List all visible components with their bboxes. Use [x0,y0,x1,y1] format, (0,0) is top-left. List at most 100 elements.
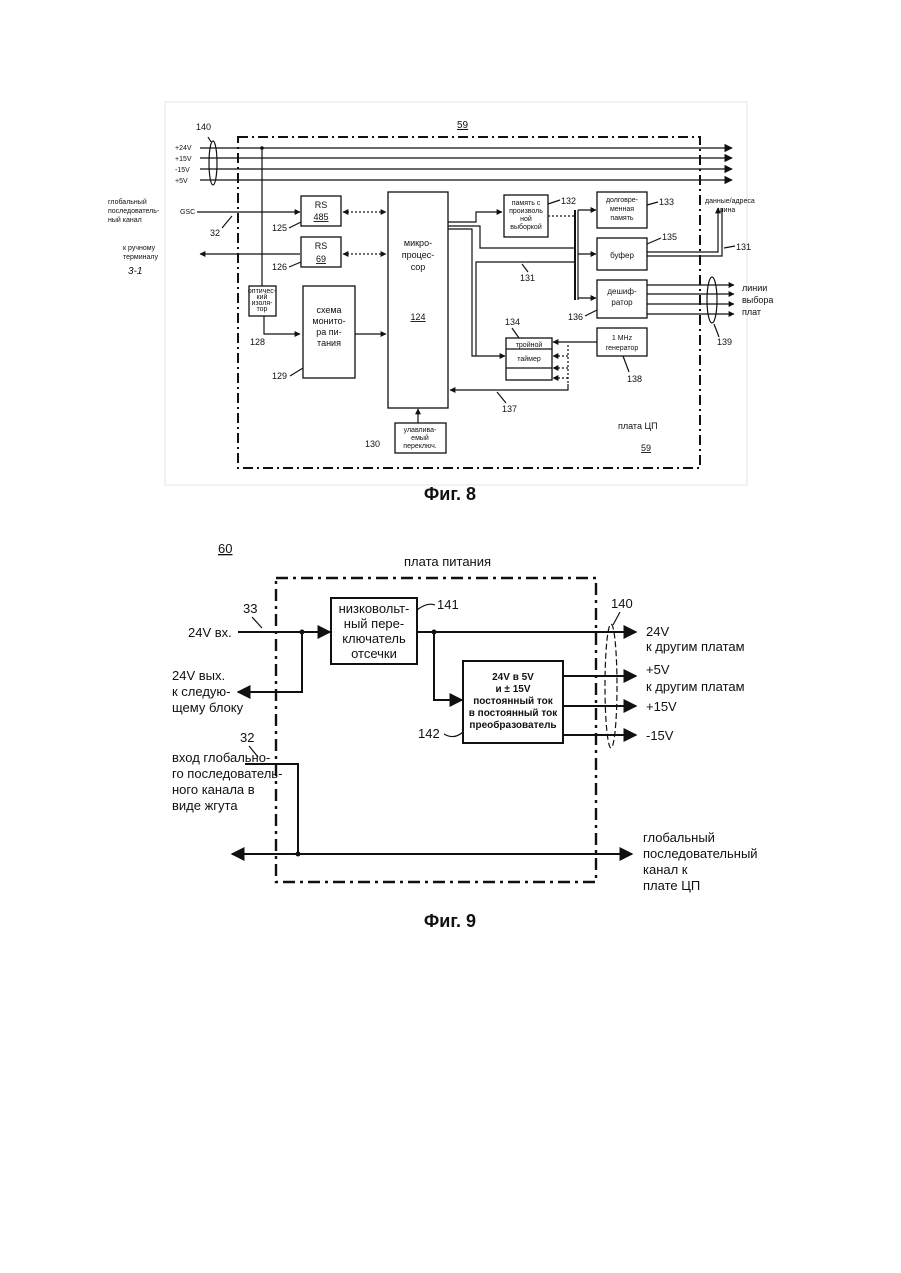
fig9-ref-60: 60 [218,541,232,556]
timer-cpu-feedback [450,384,568,390]
monitor-ref: 129 [272,371,287,381]
select-label-2: выбора [742,295,773,305]
gsc-tag: GSC [180,209,195,216]
board-ref-top: 59 [457,120,469,131]
out-5v-line1: +5V [646,662,670,677]
out24-line1: 24V вых. [172,668,225,683]
gsc-ref: 32 [210,228,220,238]
rs485-line1: RS [315,200,328,210]
rail-m15v: -15V [175,167,190,174]
switch-line1: низковольт- [339,601,410,616]
monitor-line1: схема [316,305,341,315]
gsc-label-2: последователь- [108,208,160,215]
nvram-line1: долговре- [606,197,639,204]
monitor-line4: тания [317,338,341,348]
ram-line1: память с [512,200,541,207]
harness-line4: виде жгута [172,798,238,813]
select-bus-ellipse [707,277,717,323]
fig8-caption: Фиг. 8 [424,484,476,504]
ram-line2: произволь [509,208,543,215]
ref-131a: 131 [520,273,535,283]
data-bus-label-1: данные/адреса [705,198,755,205]
out-m15v: -15V [646,728,674,743]
terminal-ref: 3-1 [128,266,142,277]
output-bus-ellipse [605,624,617,748]
out-5v-line2: к другим платам [646,679,745,694]
bus-ref-140: 140 [196,122,211,132]
nvram-line3: память [610,215,633,222]
isolator-line4: тор [257,306,268,313]
cpu-block [388,192,448,408]
ram-ref: 132 [561,196,576,206]
harness-line3: ного канала в [172,782,255,797]
timer-ref: 134 [505,317,520,327]
ref-139: 139 [717,337,732,347]
converter-line4: в постоянный ток [469,708,559,719]
cpu-line1: микро- [404,238,432,248]
rail-24v: +24V [175,145,192,152]
harness-line1: вход глобально- [172,750,270,765]
monitor-line2: монито- [312,316,345,326]
figure-8: 59 плата ЦП 59 +24V +15V -15V +5V 140 гл… [108,102,773,504]
gsc-out-line4: плате ЦП [643,878,700,893]
board-label: плата ЦП [618,421,658,431]
cpu-line2: процес- [402,250,434,260]
generator-line2: генератор [606,345,639,352]
harness-line2: го последователь- [172,766,282,781]
out-24v-line2: к другим платам [646,639,745,654]
generator-line1: 1 MHz [612,335,633,342]
timer-bottom: таймер [517,355,541,363]
gsc-out-line1: глобальный [643,830,715,845]
ref-33: 33 [243,601,257,616]
converter-ref: 142 [418,726,440,741]
gsc-label-3: ный канал [108,216,142,224]
rs69-ref: 126 [272,262,287,272]
gsc-out-line2: последовательный [643,846,758,861]
data-bus-label-2: шина [718,207,735,214]
generator-ref: 138 [627,374,642,384]
monitor-line3: ра пи- [316,327,341,337]
converter-line2: и ± 15V [496,684,531,695]
out24-line2: к следую- [172,684,231,699]
ref-32: 32 [240,730,254,745]
rs485-ref: 125 [272,223,287,233]
terminal-label-1: к ручному [123,245,156,252]
converter-feed [434,632,462,700]
buffer-ref: 135 [662,232,677,242]
rs69-line1: RS [315,241,328,251]
out24-line3: щему блоку [172,700,244,715]
cpu-line3: сор [411,262,426,272]
switch-ref: 130 [365,439,380,449]
switch-line1: улавлива- [404,427,437,434]
ram-line3: ной [520,215,532,223]
terminal-label-2: терминалу [123,254,158,261]
rail-5v: +5V [175,178,188,185]
power-board-label: плата питания [404,554,491,569]
converter-line3: постоянный ток [473,696,554,707]
switch-line2: емый [411,434,429,442]
gsc-out-line3: канал к [643,862,688,877]
rs69-line2: 69 [316,254,326,264]
power-rails: +24V +15V -15V +5V 140 [175,122,732,185]
select-label-3: плат [742,307,761,317]
cpu-num: 124 [410,312,425,322]
rs485-line2: 485 [313,212,328,222]
output-24v-next [238,632,302,692]
out-24v-line1: 24V [646,624,669,639]
switch-ref: 141 [437,597,459,612]
board-ref-bottom: 59 [641,443,651,453]
switch-line4: отсечки [351,646,397,661]
switch-line3: переключ. [403,443,436,450]
switch-line2: ный пере- [344,616,404,631]
fig9-caption: Фиг. 9 [424,911,476,931]
nvram-line2: менная [610,206,634,213]
ref-131b: 131 [736,242,751,252]
isolator-monitor-link [264,316,300,334]
buffer-label: буфер [610,251,634,260]
rail-15v: +15V [175,156,192,163]
ref-137: 137 [502,404,517,414]
nvram-ref: 133 [659,197,674,207]
figure-9: 60 плата питания 33 24V вх. 24V вых. к с… [172,541,758,931]
gsc-label-1: глобальный [108,198,147,206]
